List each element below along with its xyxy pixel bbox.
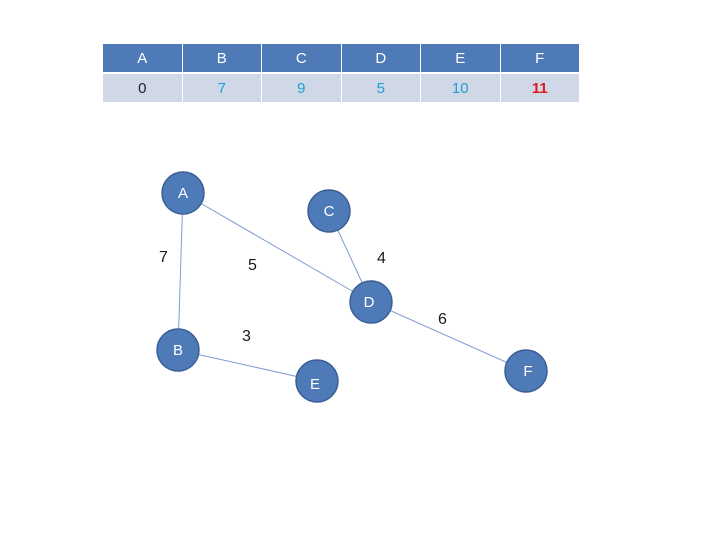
table-header-e: E — [420, 44, 501, 74]
node-d: D — [349, 280, 393, 324]
edge-weight-c-d: 4 — [377, 250, 386, 267]
table-value-e: 10 — [420, 73, 501, 102]
edge-weight-a-b: 7 — [159, 249, 168, 266]
table-value-row: 0 7 9 5 10 11 — [102, 73, 580, 102]
node-e-label: E — [310, 376, 320, 393]
node-d-label: D — [364, 294, 375, 311]
table-value-d: 5 — [340, 73, 421, 102]
edge-weight-d-f: 6 — [438, 311, 447, 328]
edge-a-d — [182, 192, 372, 303]
node-e: E — [295, 359, 339, 403]
table-header-d: D — [340, 44, 421, 74]
node-c: C — [307, 189, 351, 233]
node-b-label: B — [173, 342, 183, 359]
table-header-f: F — [499, 44, 580, 74]
table-value-b: 7 — [181, 73, 262, 102]
node-c-label: C — [324, 203, 335, 220]
node-f-label: F — [523, 363, 532, 380]
node-b: B — [156, 328, 200, 372]
table-header-a: A — [102, 44, 183, 74]
table-header-c: C — [261, 44, 342, 74]
distance-table: A B C D E F 0 7 9 5 10 11 — [102, 44, 580, 102]
node-a-label: A — [178, 185, 188, 202]
node-a: A — [161, 171, 205, 215]
table-value-a: 0 — [102, 73, 183, 102]
edge-d-f — [370, 301, 527, 372]
edge-weight-b-e: 3 — [242, 328, 251, 345]
table-value-c: 9 — [261, 73, 342, 102]
table-header-b: B — [181, 44, 262, 74]
table-value-f: 11 — [499, 73, 580, 102]
edge-b-e — [177, 349, 318, 382]
node-f: F — [504, 349, 548, 393]
table-header-row: A B C D E F — [102, 44, 580, 74]
edge-weight-a-d: 5 — [248, 257, 257, 274]
edge-a-b — [177, 192, 184, 351]
